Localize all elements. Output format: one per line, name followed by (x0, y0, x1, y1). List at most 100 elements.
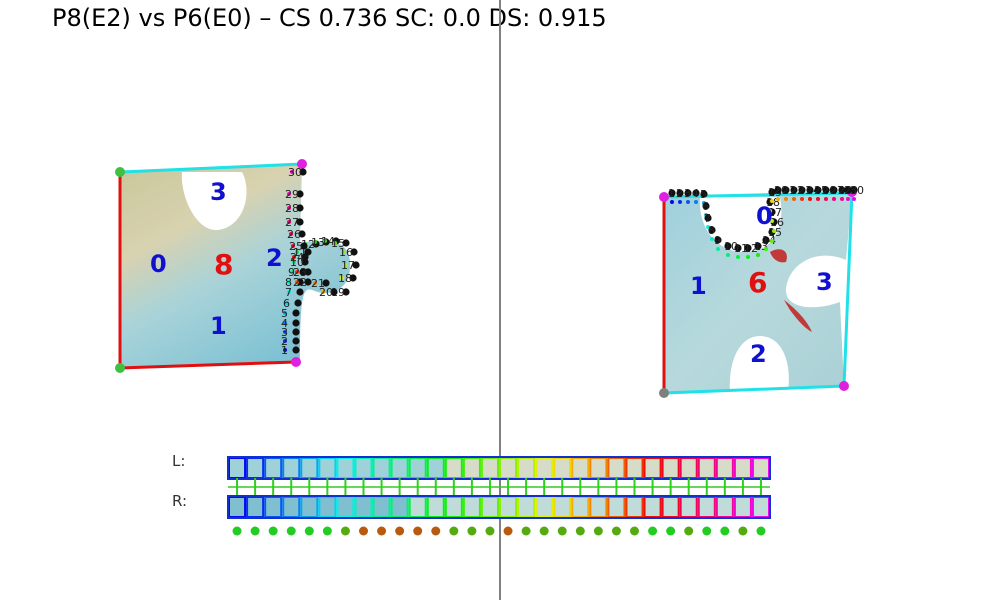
right-contour-point (704, 214, 712, 222)
right-edge-label-2: 2 (750, 340, 767, 368)
left-contour-label: 22 (293, 276, 307, 289)
left-contour-point (342, 288, 350, 296)
right-contour-point (762, 236, 770, 244)
right-strip-cell (661, 496, 680, 518)
left-contour-point (298, 230, 306, 238)
right-strip-cell (282, 496, 301, 518)
right-contour-label: 4 (692, 187, 699, 200)
right-contour-label: 8 (708, 224, 715, 237)
right-contour-marker (764, 247, 768, 251)
left-contour-label: 2 (281, 335, 288, 348)
left-strip-cell (607, 457, 626, 479)
left-contour-point (352, 261, 360, 269)
left-contour-point (292, 346, 300, 354)
left-edge-label-3: 3 (210, 178, 227, 206)
right-contour-point (850, 186, 858, 194)
score-dot (738, 526, 748, 536)
match-links (228, 478, 770, 497)
score-dot (304, 526, 314, 536)
left-corner-tr (297, 159, 307, 169)
score-dot (431, 526, 441, 536)
score-dot (359, 526, 368, 536)
score-dot (377, 526, 387, 536)
left-contour-label: 14 (321, 235, 335, 248)
right-contour-point (724, 242, 732, 250)
right-contour-marker (800, 197, 804, 201)
right-contour-point (782, 186, 790, 194)
right-contour-point (822, 186, 830, 194)
left-contour-marker (313, 240, 317, 244)
right-strip-cell (390, 496, 409, 518)
right-contour-marker (686, 200, 690, 204)
right-contour-marker (816, 197, 820, 201)
left-contour-marker (287, 280, 291, 284)
right-contour-label: 17 (768, 206, 782, 219)
left-contour-point (301, 258, 309, 266)
right-contour-marker (726, 253, 730, 257)
left-puzzle-piece: 1234567891011121314151617181920212223242… (115, 159, 360, 373)
right-contour-marker (776, 197, 780, 201)
left-contour-point (342, 239, 350, 247)
right-strip-cell (426, 496, 445, 518)
left-contour-point (296, 278, 304, 286)
score-dot (684, 526, 694, 536)
left-strip-cell (426, 457, 445, 479)
left-edge-strip (227, 456, 771, 480)
score-dot (539, 526, 549, 536)
right-strip-cell (444, 496, 463, 518)
right-contour-label: 16 (770, 216, 784, 229)
left-contour-label: 18 (338, 272, 352, 285)
score-dot (575, 526, 585, 536)
left-contour-point (322, 279, 330, 287)
left-strip-cell (462, 457, 481, 479)
left-strip-frame (227, 456, 771, 480)
right-contour-marker (840, 197, 844, 201)
right-strip-frame (227, 495, 771, 519)
right-strip-cell (246, 496, 265, 518)
score-dot (756, 526, 766, 536)
right-contour-marker (716, 247, 720, 251)
right-strip-cell (553, 496, 572, 518)
right-contour-point (806, 186, 814, 194)
left-contour-label: 23 (293, 266, 307, 279)
left-contour-marker (333, 241, 337, 245)
score-dot (467, 526, 477, 536)
score-dot (648, 526, 658, 536)
left-strip-cell (643, 457, 662, 479)
left-contour-marker (290, 170, 294, 174)
right-contour-point (844, 186, 852, 194)
right-contour-marker (768, 209, 772, 213)
right-contour-label: 1 (668, 187, 675, 200)
right-strip-cell (300, 496, 319, 518)
score-dot (557, 526, 567, 536)
right-contour-label: 11 (734, 242, 748, 255)
right-corner-bl (659, 388, 669, 398)
right-contour-marker (846, 197, 850, 201)
left-contour-point (292, 319, 300, 327)
left-strip-cell (300, 457, 319, 479)
left-contour-label: 10 (290, 256, 304, 269)
left-strip-cell (499, 457, 518, 479)
right-strip-cell (517, 496, 536, 518)
left-strip-cell (282, 457, 301, 479)
right-contour-point (790, 186, 798, 194)
score-dot (268, 526, 278, 536)
left-contour-marker (283, 311, 287, 315)
right-contour-point (700, 190, 708, 198)
left-contour-marker (343, 263, 347, 267)
left-strip-cell (589, 457, 608, 479)
left-contour-marker (290, 270, 294, 274)
left-strip-cell (661, 457, 680, 479)
right-contour-point (668, 189, 676, 197)
right-contour-marker (770, 219, 774, 223)
right-piece-red-mark (770, 249, 812, 332)
left-contour-label: 30 (288, 166, 302, 179)
left-contour-marker (295, 270, 299, 274)
right-contour-label: 7 (704, 212, 711, 225)
left-strip-cell (336, 457, 355, 479)
score-dot (521, 526, 531, 536)
score-dot (630, 526, 639, 536)
left-strip-cell (751, 457, 771, 479)
right-contour-marker (756, 253, 760, 257)
right-contour-label: 9 (714, 234, 721, 247)
